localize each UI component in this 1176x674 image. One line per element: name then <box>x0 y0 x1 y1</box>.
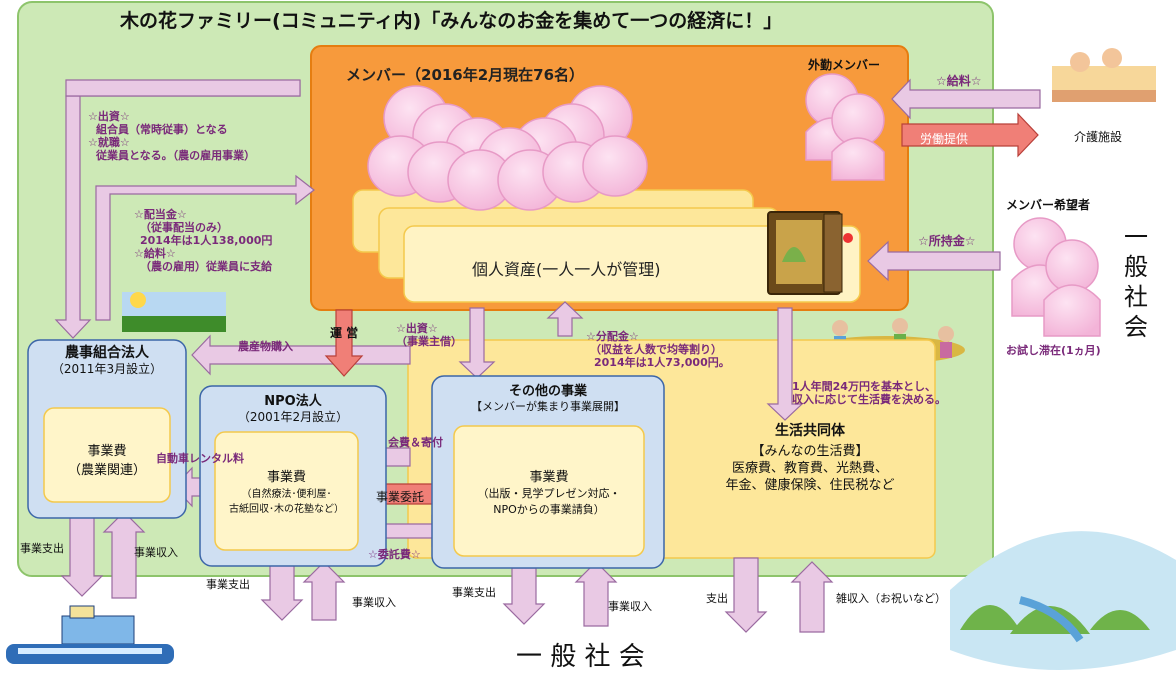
left-notes: ☆出資☆ 組合員（常時従事）となる ☆就職☆ 従業員となる。（農の雇用事業） <box>88 110 256 162</box>
dividend-notes: ☆配当金☆ （従事配当のみ） 2014年は1人138,000円 ☆給料☆ （農の… <box>134 208 273 273</box>
other-title: その他の事業 <box>508 384 587 399</box>
safe-illustration <box>767 211 853 295</box>
consign-label: 事業委託 <box>376 490 425 504</box>
page-title: 木の花ファミリー(コミュニティ内)「みんなのお金を集めて一つの経済に！」 <box>120 10 783 32</box>
farm-illustration <box>122 292 226 332</box>
living-items: 医療費、教育費、光熱費、 年金、健康保険、住民税など <box>725 461 895 493</box>
trial-label: お試し滞在(1ヵ月) <box>1006 344 1101 357</box>
living-notes: 1人年間24万円を基本とし、 収入に応じて生活費を決める。 <box>792 380 946 406</box>
invest2-notes: ☆出資☆ （事業主借） <box>396 322 462 348</box>
living-income: 雑収入（お祝いなど） <box>836 592 946 605</box>
general-society-bottom: 一 般 社 会 <box>516 642 645 672</box>
npo-sub: （2001年2月設立） <box>237 410 349 424</box>
farm-inner: 事業費 （農業関連） <box>67 444 146 478</box>
npo-title: NPO法人 <box>264 394 322 409</box>
purchase-label: 農産物購入 <box>238 340 293 353</box>
holdings-label: ☆所持金☆ <box>918 234 976 248</box>
living-expense: 支出 <box>706 592 728 605</box>
care-illustration <box>1052 48 1156 102</box>
farm-title: 農事組合法人 <box>65 345 149 361</box>
consign-fee-label: ☆委託費☆ <box>368 548 421 561</box>
npo-expense: 事業支出 <box>206 578 250 591</box>
unei-label: 運 営 <box>330 326 359 340</box>
fees-label: 会費＆寄付 <box>388 436 443 449</box>
care-facility-label: 介護施設 <box>1074 130 1123 144</box>
car-rental-label: 自動車レンタル料 <box>156 452 244 465</box>
npo-income: 事業収入 <box>352 596 396 609</box>
hills-illustration <box>950 531 1176 670</box>
members-label: メンバー（2016年2月現在76名） <box>346 66 585 84</box>
candidates-label: メンバー希望者 <box>1006 198 1091 212</box>
candidate-bubbles <box>1011 217 1101 337</box>
living-sub: 【みんなの生活費】 <box>751 444 869 459</box>
care-salary-label: ☆給料☆ <box>936 74 982 88</box>
assets-card <box>403 225 861 303</box>
other-sub: 【メンバーが集まり事業展開】 <box>471 400 625 413</box>
other-inner: 事業費 （出版・見学プレゼン対応・ NPOからの事業請負） <box>477 470 621 516</box>
assets-label: 個人資産(一人一人が管理) <box>472 260 661 279</box>
distribution-notes: ☆分配金☆ （収益を人数で均等割り） 2014年は1人73,000円。 <box>586 330 730 369</box>
farm-expense: 事業支出 <box>20 542 64 555</box>
living-title: 生活共同体 <box>775 423 845 439</box>
farm-sub: （2011年3月設立） <box>51 362 163 376</box>
farm-income: 事業収入 <box>134 546 178 559</box>
outside-workers-label: 外勤メンバー <box>808 58 881 72</box>
member-bubbles <box>367 85 648 211</box>
general-society-vertical: 一般社会 <box>1124 223 1148 341</box>
train-illustration <box>6 605 174 664</box>
labor-label: 労働提供 <box>920 132 969 146</box>
other-income: 事業収入 <box>608 600 652 613</box>
other-expense: 事業支出 <box>452 586 496 599</box>
outside-worker-bubbles <box>805 73 885 181</box>
npo-inner: 事業費 （自然療法･便利屋･ 古紙回収･木の花塾など） <box>229 470 344 515</box>
